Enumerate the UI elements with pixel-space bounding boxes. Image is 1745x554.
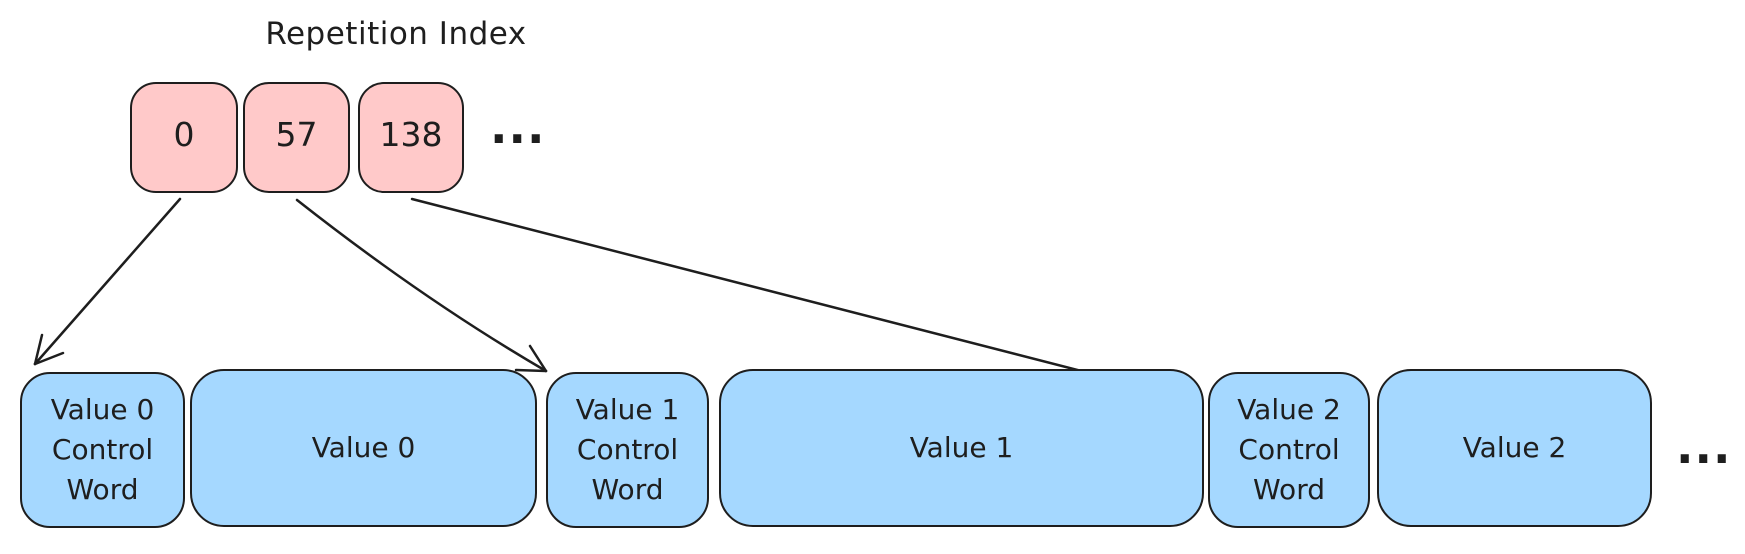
arrow-index-57-to-value-1-control-word (295, 198, 548, 373)
stream-cell-value-1-label: Value 1 (909, 431, 1014, 465)
stream-cell-value-1-control-word: Value 1 Control Word (546, 372, 709, 528)
stream-cell-value-0: Value 0 (190, 369, 537, 527)
diagram-title: Repetition Index (265, 16, 527, 52)
stream-cell-value-2-control-word-label: Value 2 Control Word (1237, 393, 1341, 506)
index-row-ellipsis: ... (490, 100, 546, 154)
repetition-index-cell-1-value: 57 (275, 115, 318, 154)
stream-cell-value-0-label: Value 0 (311, 431, 416, 465)
stream-cell-value-2-control-word: Value 2 Control Word (1208, 372, 1370, 528)
stream-cell-value-1-control-word-label: Value 1 Control Word (575, 393, 680, 506)
repetition-index-cell-2: 138 (358, 82, 464, 193)
stream-cell-value-2: Value 2 (1377, 369, 1652, 527)
repetition-index-cell-2-value: 138 (379, 115, 443, 154)
stream-cell-value-2-label: Value 2 (1462, 431, 1567, 465)
arrow-index-0-to-value-0-control-word (33, 197, 182, 366)
stream-cell-value-1: Value 1 (719, 369, 1204, 527)
repetition-index-cell-1: 57 (243, 82, 350, 193)
repetition-index-cell-0-value: 0 (173, 115, 195, 154)
stream-cell-value-0-control-word-label: Value 0 Control Word (50, 393, 155, 506)
stream-row-ellipsis: ... (1676, 420, 1732, 474)
stream-cell-value-0-control-word: Value 0 Control Word (20, 372, 185, 528)
repetition-index-cell-0: 0 (130, 82, 238, 193)
